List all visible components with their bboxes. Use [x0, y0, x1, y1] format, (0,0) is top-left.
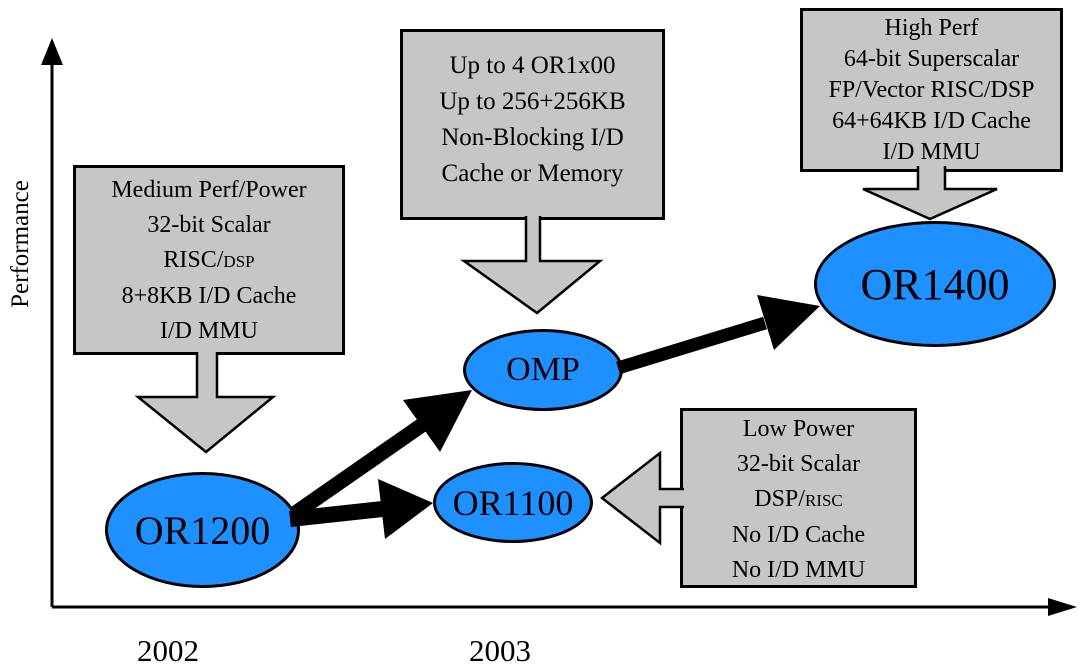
arrow-shaft	[289, 501, 384, 527]
callout-line: I/D MMU	[882, 139, 981, 165]
callout-low-power: Low Power 32-bit Scalar DSP/RISC No I/D …	[680, 408, 917, 588]
block-arrow-low-to-or1100-icon	[599, 450, 684, 546]
callout-line: Non-Blocking I/D	[441, 124, 624, 151]
node-label: OR1100	[452, 482, 574, 523]
node-label: OMP	[506, 351, 580, 388]
callout-medium-perf: Medium Perf/Power 32-bit Scalar RISC/DSP…	[73, 165, 345, 355]
callout-line: High Perf	[884, 15, 979, 41]
callout-line: No I/D Cache	[731, 522, 866, 548]
y-axis-label: Performance	[7, 180, 34, 308]
block-arrow-multi-to-omp-icon	[460, 216, 604, 315]
callout-line: I/D MMU	[159, 318, 258, 344]
node-omp: OMP	[463, 329, 623, 411]
callout-multicore: Up to 4 OR1x00 Up to 256+256KB Non-Block…	[400, 29, 665, 220]
callout-line: 64+64KB I/D Cache	[832, 108, 1031, 134]
node-label: OR1400	[860, 259, 1010, 309]
block-arrow-medium-to-or1200-icon	[134, 352, 277, 454]
callout-line: No I/D MMU	[731, 557, 866, 583]
node-label: OR1200	[134, 507, 271, 553]
callout-line: FP/Vector RISC/DSP	[828, 77, 1035, 103]
callout-line: 32-bit Scalar	[147, 212, 271, 238]
callout-line: 64-bit Superscalar	[843, 46, 1020, 72]
arrow-or1200-to-or1100	[289, 479, 433, 539]
arrowhead-icon	[403, 390, 472, 452]
y-axis-arrowhead-icon	[41, 38, 63, 65]
x-axis-arrowhead-icon	[1048, 598, 1077, 616]
callout-line: Cache or Memory	[441, 160, 624, 187]
arrow-shaft	[289, 418, 427, 521]
node-or1100: OR1100	[433, 462, 593, 543]
callout-line: Medium Perf/Power	[111, 177, 307, 203]
callout-line: 8+8KB I/D Cache	[121, 283, 297, 309]
arrowhead-icon	[757, 295, 820, 350]
x-tick-2003: 2003	[469, 633, 531, 668]
node-or1400: OR1400	[814, 221, 1056, 347]
arrowhead-icon	[378, 479, 433, 539]
callout-line: Up to 4 OR1x00	[449, 52, 616, 79]
callout-line: Low Power	[742, 416, 855, 442]
callout-line: 32-bit Scalar	[736, 451, 861, 477]
block-arrow-high-to-or1400-icon	[862, 166, 998, 221]
callout-line: Up to 256+256KB	[439, 88, 626, 115]
node-or1200: OR1200	[105, 472, 300, 588]
callout-line: RISC/DSP	[163, 247, 255, 273]
arrow-omp-to-or1400	[616, 295, 820, 375]
arrow-shaft	[616, 316, 767, 375]
callout-line: DSP/RISC	[754, 486, 843, 512]
callout-high-perf: High Perf 64-bit Superscalar FP/Vector R…	[800, 8, 1063, 172]
x-tick-2002: 2002	[137, 633, 199, 668]
